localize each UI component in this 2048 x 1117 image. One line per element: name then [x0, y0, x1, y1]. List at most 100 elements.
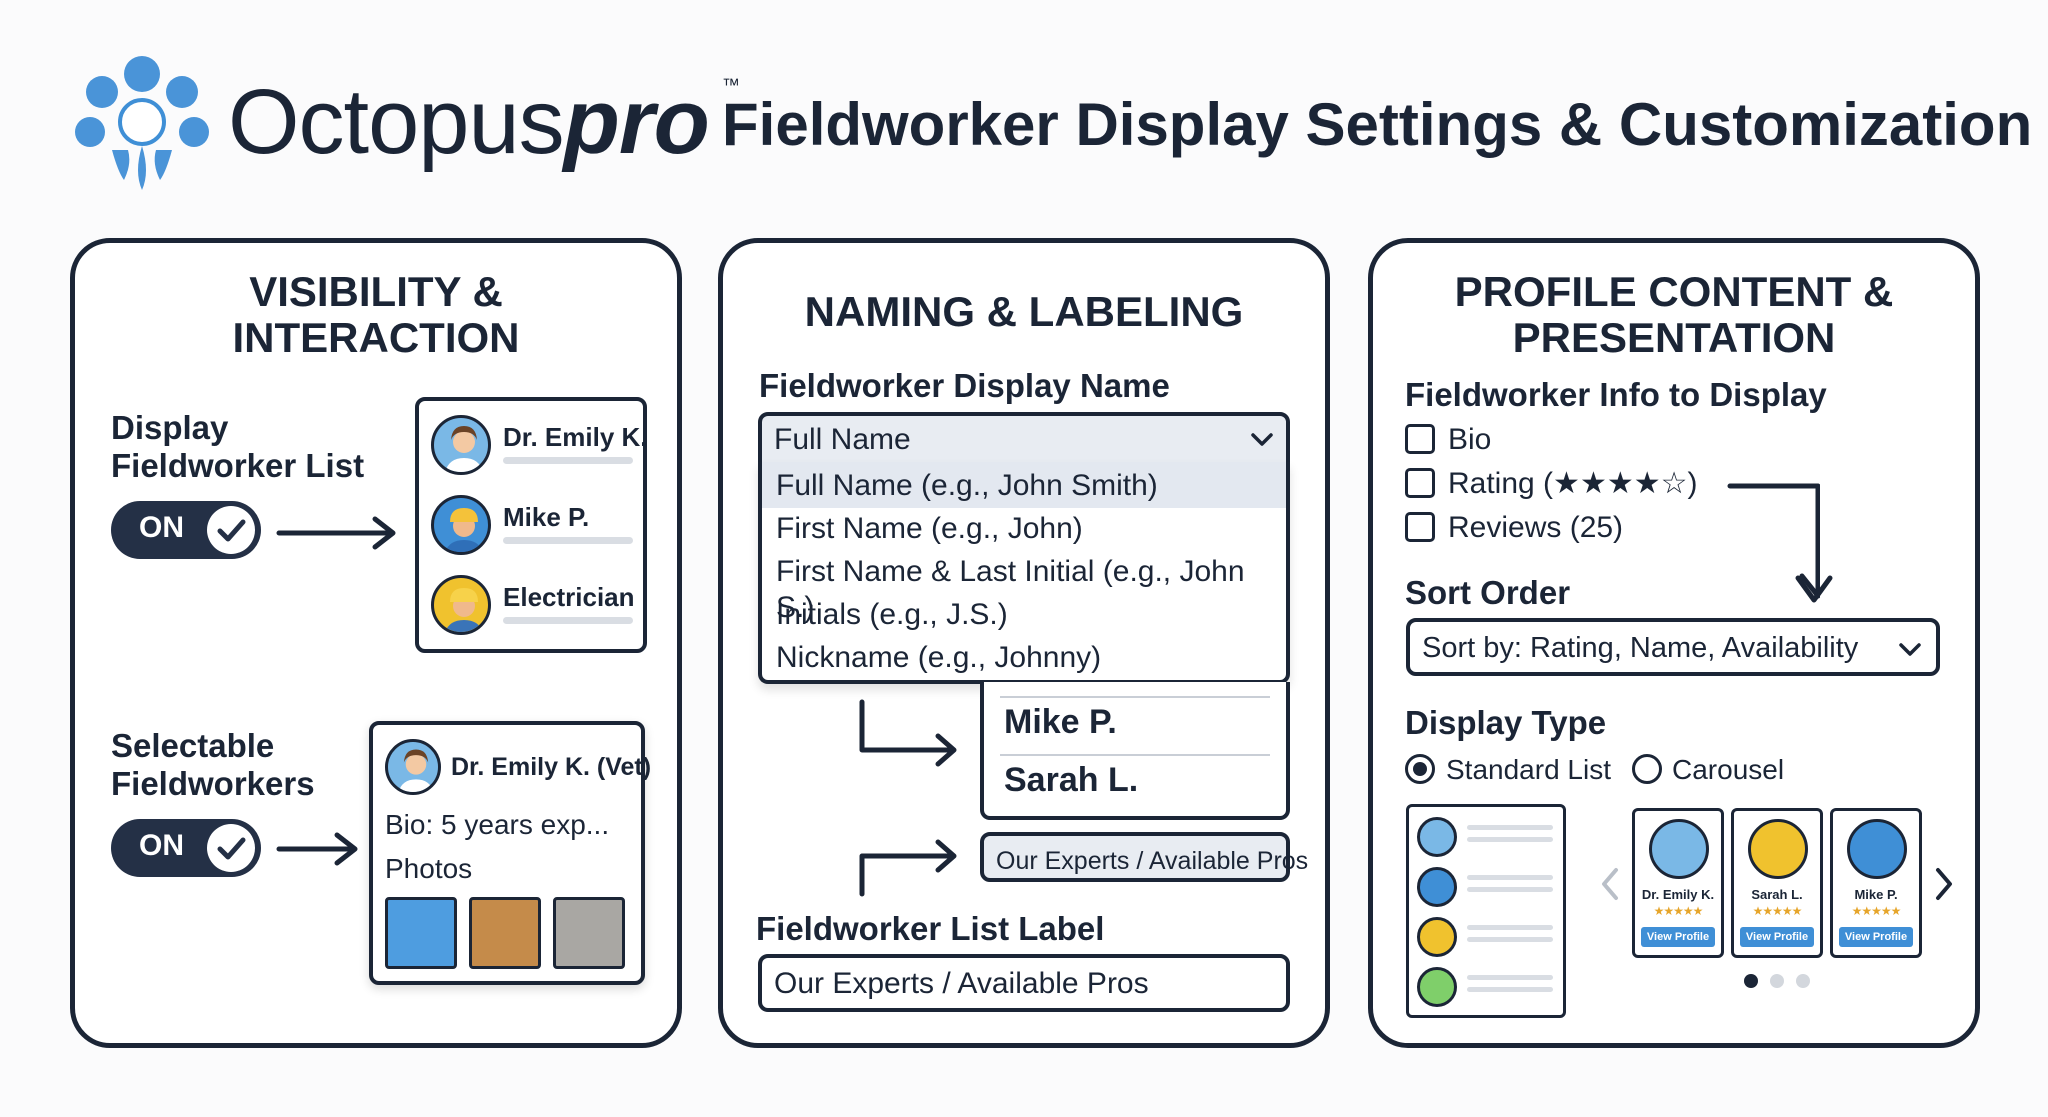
- divider: [1000, 754, 1270, 756]
- list-label-input[interactable]: Our Experts / Available Pros: [758, 954, 1290, 1012]
- profile-title-line1: PROFILE CONTENT &: [1454, 268, 1894, 315]
- avatar: [431, 415, 491, 475]
- trademark: ™: [721, 75, 740, 95]
- selectable-label-line1: Selectable: [111, 727, 275, 764]
- page-title: Fieldworker Display Settings & Customiza…: [722, 91, 2033, 158]
- carousel-dot[interactable]: [1796, 974, 1810, 988]
- carousel-card-name: Dr. Emily K.: [1641, 887, 1715, 902]
- info-to-display-label: Fieldworker Info to Display: [1405, 376, 1827, 413]
- standard-list-radio[interactable]: [1405, 754, 1435, 784]
- carousel-card[interactable]: Dr. Emily K. ★★★★★ View Profile: [1632, 808, 1724, 958]
- display-list-label-line1: Display: [111, 409, 229, 446]
- placeholder-line: [503, 617, 633, 624]
- name-preview-list: Mike P. Sarah L.: [980, 682, 1290, 820]
- popup-bio: Bio: 5 years exp...: [385, 809, 610, 840]
- selectable-toggle[interactable]: ON: [111, 819, 261, 877]
- arrow-right-icon: [276, 516, 396, 550]
- bio-checkbox[interactable]: [1405, 424, 1435, 454]
- carousel-card[interactable]: Mike P. ★★★★★ View Profile: [1830, 808, 1922, 958]
- avatar: [1417, 817, 1457, 857]
- selectable-label-line2: Fieldworkers: [111, 765, 315, 802]
- carousel-card[interactable]: Sarah L. ★★★★★ View Profile: [1731, 808, 1823, 958]
- carousel-dot[interactable]: [1770, 974, 1784, 988]
- carousel-radio[interactable]: [1632, 754, 1662, 784]
- photo-thumbnail: [553, 897, 625, 969]
- checkmark-icon: [207, 506, 255, 554]
- standard-list-preview: [1406, 804, 1566, 1018]
- list-item-name: Dr. Emily K.: [503, 422, 648, 452]
- display-name-options: Full Name (e.g., John Smith) First Name …: [758, 462, 1290, 684]
- view-profile-button[interactable]: View Profile: [1740, 927, 1814, 947]
- divider: [1000, 696, 1270, 698]
- option-first-last-initial[interactable]: First Name & Last Initial (e.g., John S.…: [776, 555, 1245, 624]
- octopus-logo-icon: [75, 56, 209, 190]
- carousel-label: Carousel: [1672, 754, 1785, 785]
- display-name-label: Fieldworker Display Name: [759, 367, 1170, 404]
- option-nickname[interactable]: Nickname (e.g., Johnny): [776, 641, 1102, 674]
- rating-checkbox[interactable]: [1405, 468, 1435, 498]
- avatar: [385, 739, 441, 795]
- reviews-checkbox[interactable]: [1405, 512, 1435, 542]
- preview-name: Sarah L.: [1004, 761, 1139, 799]
- display-type-label: Display Type: [1405, 704, 1607, 741]
- list-label-preview-chip: Our Experts / Available Pros: [980, 832, 1308, 882]
- list-item-name: Mike P.: [503, 502, 590, 532]
- list-label-preview-text: Our Experts / Available Pros: [996, 847, 1309, 875]
- placeholder-line: [503, 537, 633, 544]
- placeholder-line: [1467, 875, 1553, 880]
- list-label-label: Fieldworker List Label: [756, 910, 1105, 947]
- bio-checkbox-label: Bio: [1448, 423, 1492, 456]
- popup-name: Dr. Emily K. (Vet): [451, 753, 652, 781]
- avatar: [1417, 967, 1457, 1007]
- avatar: [1417, 917, 1457, 957]
- avatar: [1649, 819, 1709, 879]
- fieldworker-popup-card[interactable]: Dr. Emily K. (Vet) Bio: 5 years exp... P…: [369, 721, 651, 985]
- option-first-name[interactable]: First Name (e.g., John): [776, 512, 1083, 545]
- reviews-checkbox-label: Reviews (25): [1448, 511, 1624, 544]
- popup-photos-label: Photos: [385, 853, 473, 884]
- carousel-dot-active[interactable]: [1744, 974, 1758, 988]
- display-name-select[interactable]: Full Name: [758, 412, 1290, 466]
- avatar: [431, 575, 491, 635]
- placeholder-line: [1467, 887, 1553, 892]
- sort-order-select[interactable]: Sort by: Rating, Name, Availability: [1406, 618, 1940, 676]
- display-list-toggle[interactable]: ON: [111, 501, 261, 559]
- visibility-title-line1: VISIBILITY &: [249, 268, 503, 315]
- chevron-down-icon: [1251, 433, 1273, 446]
- avatar: [1417, 867, 1457, 907]
- option-full-name[interactable]: Full Name (e.g., John Smith): [776, 469, 1158, 502]
- carousel-card-stars: ★★★★★: [1752, 904, 1803, 918]
- view-profile-button[interactable]: View Profile: [1839, 927, 1913, 947]
- visibility-panel: VISIBILITY & INTERACTION Display Fieldwo…: [70, 238, 682, 1048]
- chevron-right-icon[interactable]: [1932, 866, 1956, 902]
- avatar: [431, 495, 491, 555]
- checkmark-icon: [207, 824, 255, 872]
- photo-thumbnail: [469, 897, 541, 969]
- radio-dot: [1413, 762, 1427, 776]
- carousel-card-stars: ★★★★★: [1653, 904, 1704, 918]
- selected-option-highlight: [762, 462, 1286, 508]
- placeholder-line: [1467, 937, 1553, 942]
- option-initials[interactable]: Initials (e.g., J.S.): [776, 598, 1008, 631]
- arrow-elbow-right-icon: [859, 699, 957, 767]
- photo-thumbnail: [385, 897, 457, 969]
- display-name-selected: Full Name: [774, 423, 911, 456]
- visibility-title-line2: INTERACTION: [232, 314, 520, 361]
- preview-name: Mike P.: [1004, 703, 1117, 741]
- toggle-on-label: ON: [139, 511, 184, 544]
- placeholder-line: [1467, 987, 1553, 992]
- profile-title-line2: PRESENTATION: [1512, 314, 1836, 361]
- arrow-right-icon: [276, 832, 358, 866]
- placeholder-line: [503, 457, 633, 464]
- arrow-head-icon: [1795, 575, 1833, 603]
- brand-name-bold: pro: [563, 71, 710, 173]
- sort-order-value: Sort by: Rating, Name, Availability: [1422, 632, 1859, 664]
- avatar: [1847, 819, 1907, 879]
- carousel-card-name: Mike P.: [1854, 887, 1898, 902]
- placeholder-line: [1467, 975, 1553, 980]
- view-profile-button[interactable]: View Profile: [1641, 927, 1715, 947]
- carousel-card-stars: ★★★★★: [1851, 904, 1902, 918]
- display-list-label-line2: Fieldworker List: [111, 447, 365, 484]
- chevron-left-icon[interactable]: [1598, 866, 1622, 902]
